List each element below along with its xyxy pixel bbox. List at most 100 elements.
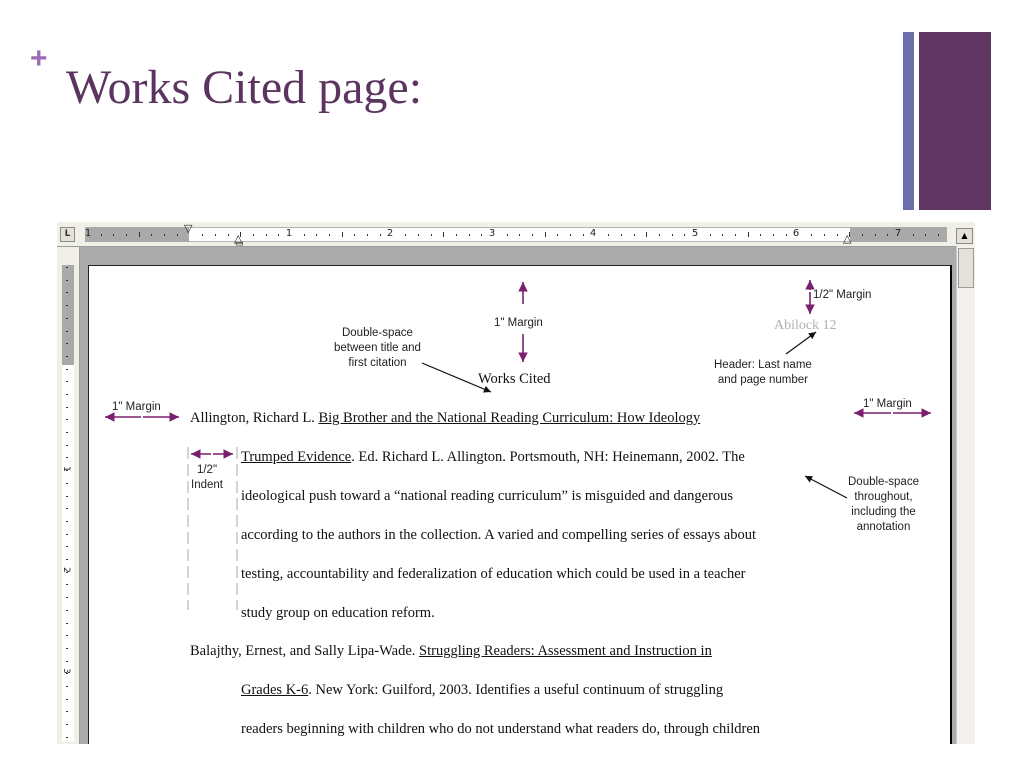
ruler-tick <box>329 234 330 236</box>
vertical-ruler-top-margin <box>62 265 74 365</box>
ruler-number: 2 <box>386 228 394 239</box>
vertical-ruler-tick <box>66 686 68 687</box>
ruler-tick <box>367 234 368 236</box>
ruler-number: 5 <box>691 228 699 239</box>
ruler-tick <box>431 234 432 236</box>
vertical-ruler-tick <box>66 419 68 420</box>
ruler-tick <box>913 234 914 236</box>
vertical-ruler-tick <box>66 546 68 547</box>
ruler-tick <box>164 234 165 236</box>
vertical-ruler-tick <box>66 648 68 649</box>
ruler-tick <box>304 234 305 236</box>
horizontal-ruler[interactable]: L 1 1 2 3 4 5 6 7 ▽ △ ▭ △ ▲ <box>57 222 975 249</box>
ruler-tick <box>519 234 520 236</box>
right-margin-label: 1" Margin <box>863 398 912 410</box>
first-line-indent-marker-icon[interactable]: ▽ <box>184 222 193 235</box>
citation-line: Grades K-6. New York: Guilford, 2003. Id… <box>241 682 724 698</box>
ruler-tick <box>113 234 114 236</box>
citation-line: Trumped Evidence. Ed. Richard L. Allingt… <box>241 449 745 465</box>
ruler-tick <box>925 234 926 236</box>
ruler-tick <box>862 234 863 236</box>
vertical-ruler-tick <box>66 521 68 522</box>
vertical-ruler-tick <box>66 305 68 306</box>
double-space-title-note: Double-space between title and first cit… <box>334 327 421 369</box>
vertical-ruler-tick <box>66 661 68 662</box>
indent-label: 1/2" Indent <box>191 464 223 491</box>
vertical-ruler-number: 2 <box>60 567 71 573</box>
word-processor-screenshot: L 1 1 2 3 4 5 6 7 ▽ △ ▭ △ ▲ 1 2 3 Abiloc… <box>57 222 975 744</box>
vertical-ruler-tick <box>66 483 68 484</box>
double-space-throughout-note: Double-space throughout, including the a… <box>848 476 919 533</box>
ruler-tick <box>837 234 838 236</box>
vertical-scrollbar[interactable] <box>956 246 975 744</box>
vertical-ruler-tick <box>66 432 68 433</box>
vertical-ruler-tick <box>66 584 68 585</box>
right-indent-marker-icon[interactable]: △ <box>843 232 852 245</box>
vertical-ruler-number: 3 <box>60 668 71 674</box>
ruler-tick <box>405 234 406 236</box>
bullet-plus: + <box>30 42 48 75</box>
ruler-number: 4 <box>589 228 597 239</box>
vertical-ruler-tick <box>66 496 68 497</box>
vertical-ruler-tick <box>66 635 68 636</box>
vertical-ruler-tick <box>66 457 68 458</box>
ruler-number: 7 <box>894 228 902 239</box>
scroll-up-button[interactable]: ▲ <box>956 228 973 244</box>
vertical-ruler-tick <box>66 369 68 370</box>
annotation-line: study group on education reform. <box>241 605 435 621</box>
book-title: Grades K-6 <box>241 682 309 698</box>
ruler-tick <box>443 232 444 237</box>
vertical-ruler-tick <box>66 623 68 624</box>
ruler-tick <box>456 234 457 236</box>
vertical-ruler[interactable]: 1 2 3 <box>57 247 80 744</box>
book-title: Struggling Readers: Assessment and Instr… <box>419 643 712 659</box>
citation-line: Balajthy, Ernest, and Sally Lipa-Wade. S… <box>190 643 712 659</box>
ruler-tick <box>786 234 787 236</box>
book-title: Trumped Evidence <box>241 449 352 465</box>
vertical-ruler-tick <box>66 711 68 712</box>
ruler-tick <box>469 234 470 236</box>
ruler-tick <box>887 234 888 236</box>
ruler-tick <box>824 234 825 236</box>
left-indent-marker-icon[interactable]: ▭ <box>235 239 244 249</box>
vertical-ruler-tick <box>66 318 68 319</box>
ruler-tick <box>735 234 736 236</box>
ruler-tick <box>646 232 647 237</box>
tab-stop-icon[interactable]: L <box>60 227 75 242</box>
ruler-tick <box>266 234 267 236</box>
vertical-ruler-tick <box>66 407 68 408</box>
annotation-line: readers beginning with children who do n… <box>241 721 761 737</box>
ruler-tick <box>177 234 178 236</box>
ruler-tick <box>126 234 127 236</box>
ruler-tick <box>672 234 673 236</box>
vertical-ruler-tick <box>66 597 68 598</box>
ruler-right-margin <box>850 227 947 242</box>
document-page[interactable]: Abilock 12 Works Cited Allington, Richar… <box>88 265 952 744</box>
annotation-line: ideological push toward a “national read… <box>241 488 734 504</box>
ruler-tick <box>202 234 203 236</box>
scroll-thumb[interactable] <box>958 248 974 288</box>
ruler-tick <box>481 234 482 236</box>
citation-line: Allington, Richard L. Big Brother and th… <box>190 410 701 426</box>
ruler-tick <box>760 234 761 236</box>
ruler-tick <box>659 234 660 236</box>
ruler-tick <box>228 234 229 236</box>
ruler-tick <box>849 232 850 237</box>
ruler-number: 6 <box>792 228 800 239</box>
vertical-ruler-tick <box>66 292 68 293</box>
ruler-tick <box>634 234 635 236</box>
ruler-tick <box>722 234 723 236</box>
ruler-tick <box>316 234 317 236</box>
decorative-bar-thick <box>919 32 991 210</box>
ruler-tick <box>684 234 685 236</box>
top-margin-label: 1" Margin <box>494 317 543 329</box>
hanging-indent-marker-icon[interactable]: △ <box>234 232 243 245</box>
ruler-tick <box>545 232 546 237</box>
vertical-ruler-tick <box>66 559 68 560</box>
ruler-tick <box>710 234 711 236</box>
ruler-tick <box>342 232 343 237</box>
annotation-line: according to the authors in the collecti… <box>241 527 757 543</box>
ruler-tick <box>240 232 241 237</box>
works-cited-heading: Works Cited <box>478 371 551 387</box>
vertical-ruler-strip <box>62 265 74 742</box>
